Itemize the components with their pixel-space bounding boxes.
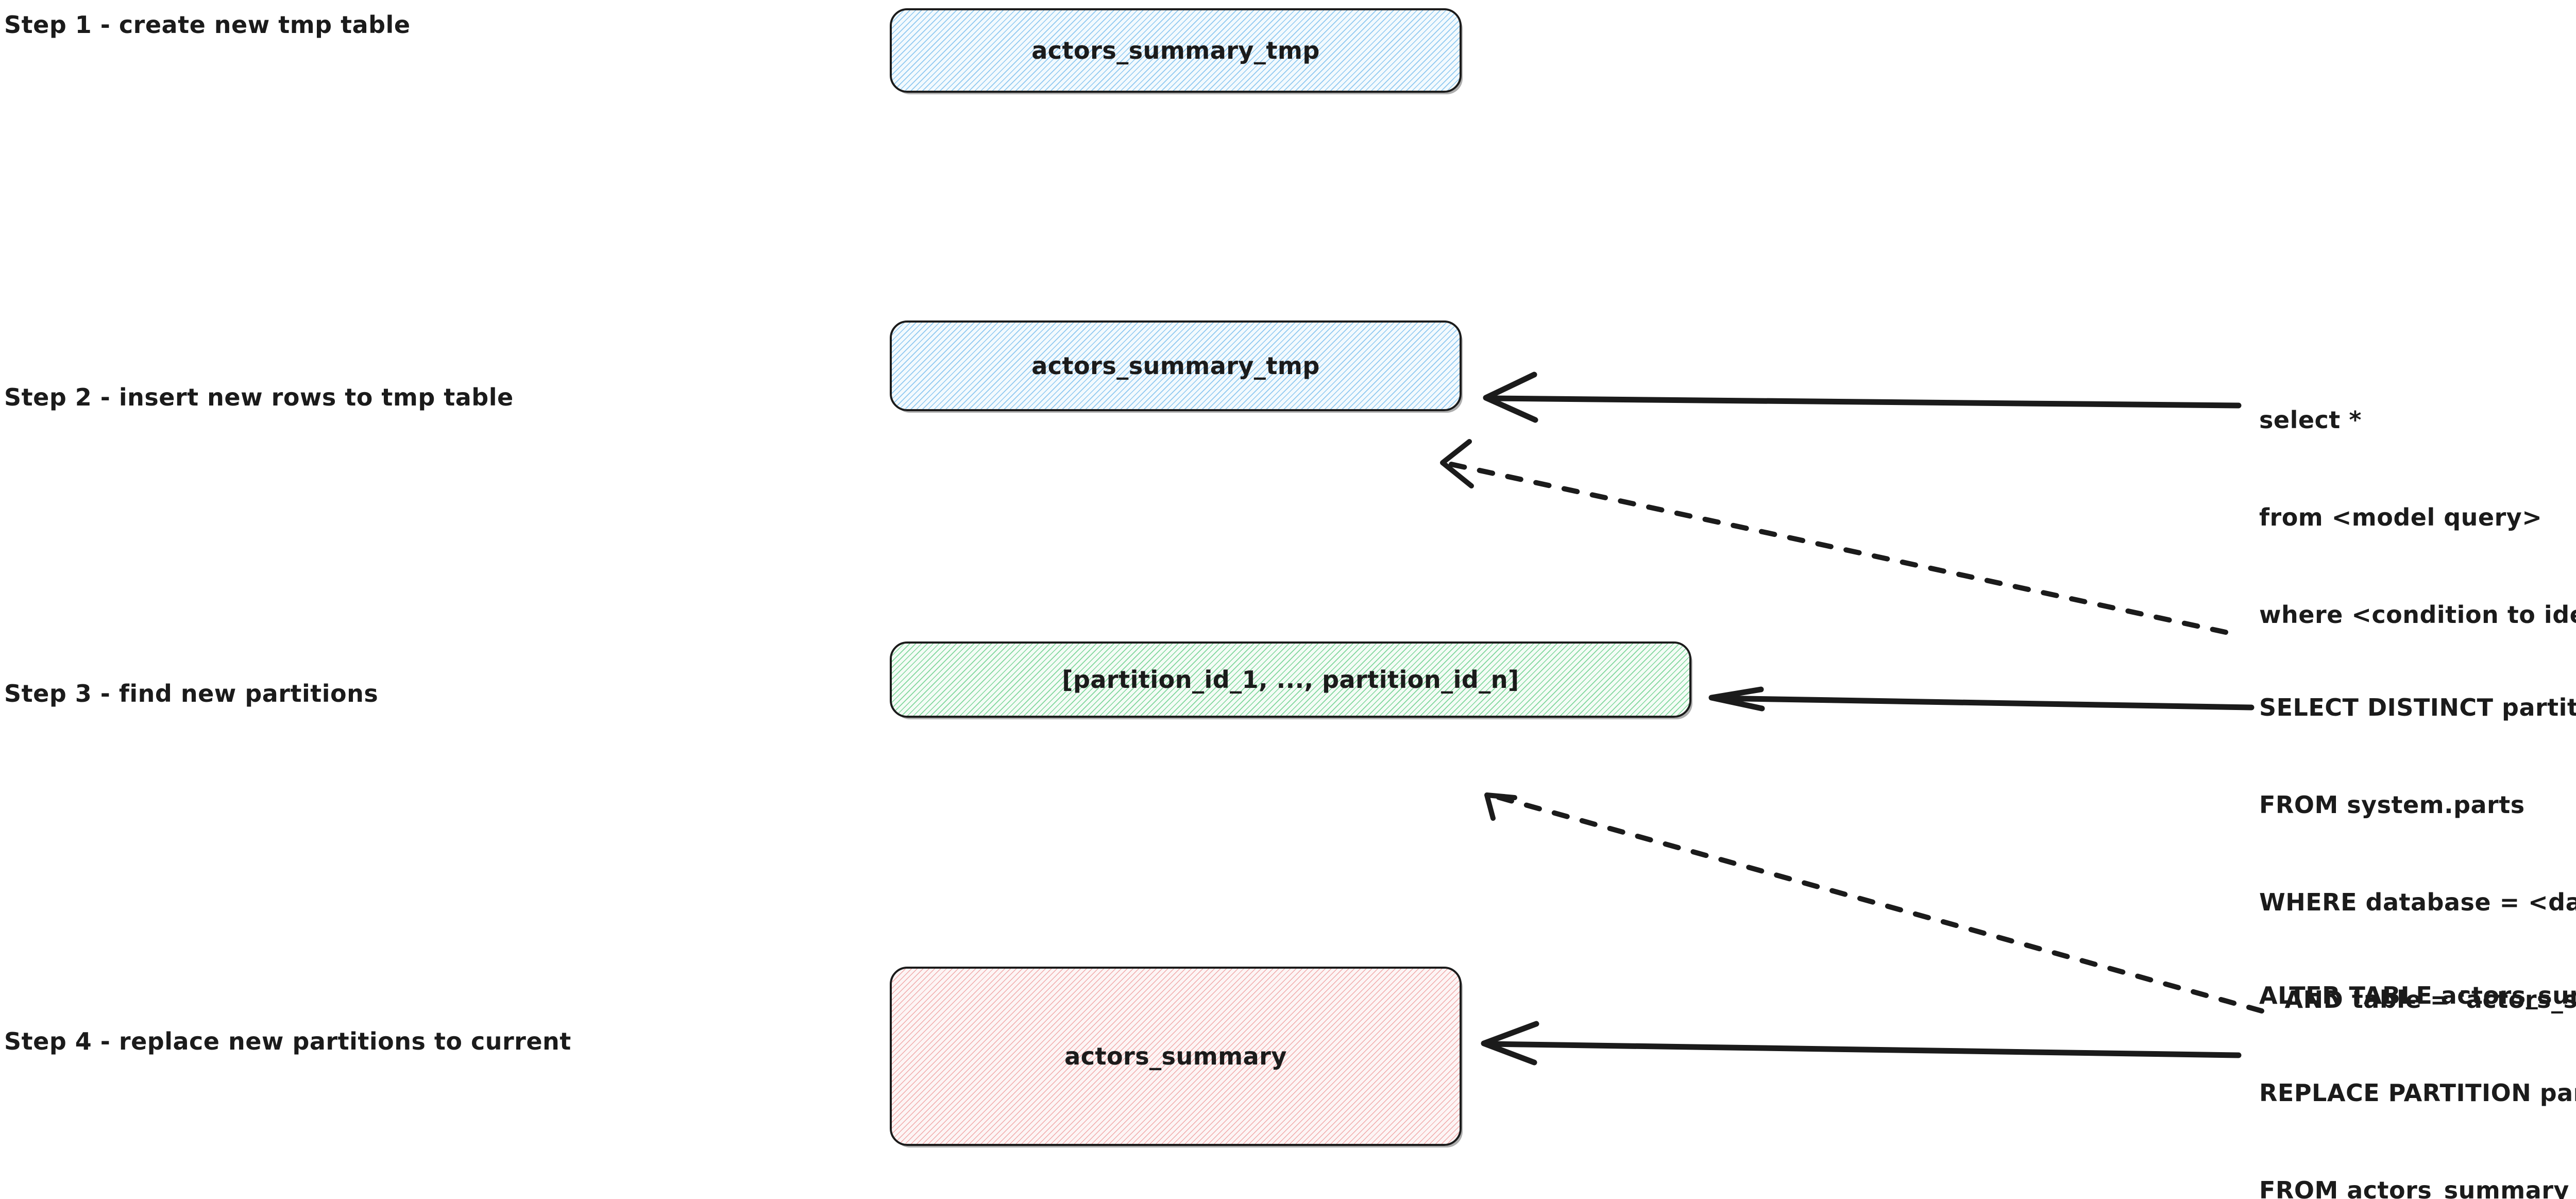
- code-block-step2: select * from <model query> where <condi…: [2259, 339, 2576, 696]
- node-actors-summary-step4[interactable]: actors_summary: [890, 967, 1462, 1146]
- arrow-code2-to-node2: [1483, 371, 2242, 423]
- arrow-code3-to-node3: [1708, 686, 2255, 712]
- step-label-1: Step 1 - create new tmp table: [4, 11, 411, 39]
- code-line: FROM actors_summary_tmp,: [2259, 1176, 2576, 1199]
- code-block-step4: ALTER TABLE actors_summary REPLACE PARTI…: [2259, 915, 2576, 1199]
- step-label-4: Step 4 - replace new partitions to curre…: [4, 1027, 571, 1055]
- code-line: SELECT DISTINCT partition_id: [2259, 694, 2576, 722]
- node-label: actors_summary: [1064, 1042, 1287, 1070]
- node-actors-summary-tmp-step1[interactable]: actors_summary_tmp: [890, 8, 1462, 93]
- step-label-2: Step 2 - insert new rows to tmp table: [4, 383, 514, 411]
- code-line: AND table = 'actors_summary_tmp': [2284, 986, 2576, 1014]
- node-label: actors_summary_tmp: [1031, 352, 1320, 380]
- code-block-step3: SELECT DISTINCT partition_id FROM system…: [2259, 627, 2576, 1081]
- arrow-code3-to-node2: [1440, 439, 2228, 635]
- code-line: REPLACE PARTITION partition_id_1: [2259, 1079, 2576, 1107]
- code-line: from <model query>: [2259, 503, 2543, 532]
- node-actors-summary-tmp-step2[interactable]: actors_summary_tmp: [890, 320, 1462, 411]
- step-label-3: Step 3 - find new partitions: [4, 680, 379, 707]
- node-label: actors_summary_tmp: [1031, 37, 1320, 64]
- code-line: WHERE database = <database>: [2259, 888, 2576, 917]
- arrow-code4-to-node4: [1481, 1021, 2242, 1066]
- code-line: FROM system.parts: [2259, 791, 2525, 819]
- code-line: where <condition to identify new>: [2259, 601, 2576, 629]
- arrow-code4-to-node3: [1484, 792, 2264, 1014]
- node-partition-id-list-step3[interactable]: [partition_id_1, ..., partition_id_n]: [890, 641, 1691, 718]
- code-line: ALTER TABLE actors_summary: [2259, 982, 2576, 1010]
- code-line: select *: [2259, 406, 2362, 434]
- node-label: [partition_id_1, ..., partition_id_n]: [1062, 666, 1519, 694]
